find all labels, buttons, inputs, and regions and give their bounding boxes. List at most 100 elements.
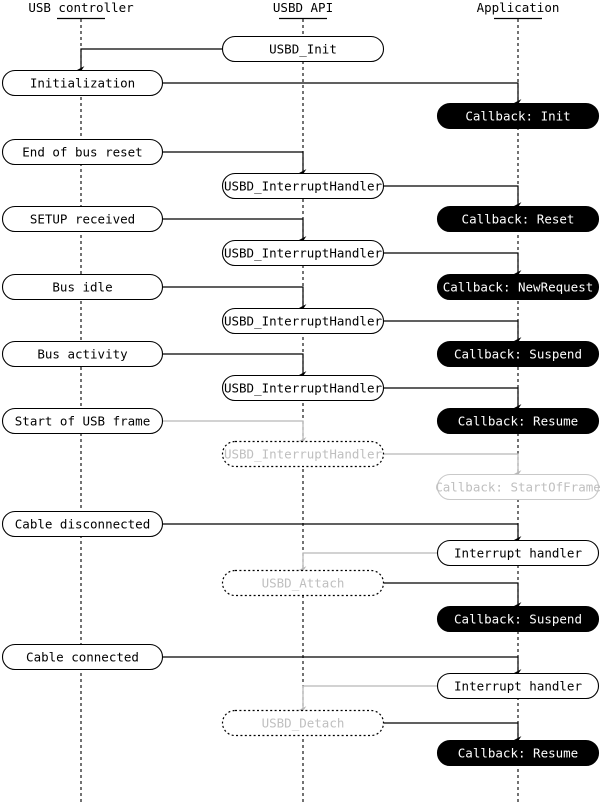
node-box-interrupt-handler-4[interactable] <box>221 374 385 402</box>
node-callback-suspend-1[interactable]: Callback: Suspend <box>436 340 600 368</box>
node-label-bus-idle: Bus idle <box>52 280 112 295</box>
node-interrupt-handler-app-1[interactable]: Interrupt handler <box>436 539 600 567</box>
node-box-callback-resume-1[interactable] <box>436 407 600 435</box>
node-label-callback-suspend-1: Callback: Suspend <box>454 347 582 362</box>
node-box-cable-disconnected[interactable] <box>1 510 164 538</box>
node-callback-resume-2[interactable]: Callback: Resume <box>436 739 600 767</box>
message-msg-setup-to-handler2 <box>163 218 307 244</box>
node-label-usbd-init: USBD_Init <box>269 42 337 57</box>
node-box-usbd-attach[interactable] <box>221 569 385 597</box>
node-box-callback-suspend-1[interactable] <box>436 340 600 368</box>
message-msg-handler4-to-callback-resume <box>384 387 522 412</box>
node-label-callback-reset: Callback: Reset <box>462 212 575 227</box>
node-interrupt-handler-4[interactable]: USBD_InterruptHandler <box>221 374 385 402</box>
node-box-start-of-usb-frame[interactable] <box>1 407 164 435</box>
node-label-cable-disconnected: Cable disconnected <box>15 517 150 532</box>
message-msg-handler5-to-callback-sof <box>384 453 522 478</box>
node-bus-activity[interactable]: Bus activity <box>1 340 164 368</box>
node-box-interrupt-handler-1[interactable] <box>221 172 385 200</box>
node-label-callback-init: Callback: Init <box>465 109 570 124</box>
node-box-end-of-bus-reset[interactable] <box>1 138 164 166</box>
node-label-interrupt-handler-1: USBD_InterruptHandler <box>224 179 383 194</box>
message-msg-detach-to-callback-resume <box>384 722 522 744</box>
node-usbd-init[interactable]: USBD_Init <box>221 35 385 63</box>
node-label-callback-suspend-2: Callback: Suspend <box>454 612 582 627</box>
node-usbd-detach[interactable]: USBD_Detach <box>221 709 385 737</box>
node-box-interrupt-handler-2[interactable] <box>221 239 385 267</box>
node-callback-newrequest[interactable]: Callback: NewRequest <box>436 273 600 301</box>
node-box-bus-activity[interactable] <box>1 340 164 368</box>
message-msg-connected-to-apphandler2 <box>163 656 522 677</box>
node-interrupt-handler-2[interactable]: USBD_InterruptHandler <box>221 239 385 267</box>
node-label-bus-activity: Bus activity <box>37 347 128 362</box>
node-usbd-attach[interactable]: USBD_Attach <box>221 569 385 597</box>
node-label-interrupt-handler-app-1: Interrupt handler <box>454 546 582 561</box>
node-box-setup-received[interactable] <box>1 205 164 233</box>
node-box-usbd-init[interactable] <box>221 35 385 63</box>
node-label-usbd-attach: USBD_Attach <box>262 576 345 591</box>
message-msg-busreset-to-handler1 <box>163 151 307 177</box>
node-end-of-bus-reset[interactable]: End of bus reset <box>1 138 164 166</box>
message-msg-apphandler2-to-detach <box>299 685 437 714</box>
message-msg-sof-to-handler5 <box>163 420 307 445</box>
node-box-callback-init[interactable] <box>436 102 600 130</box>
node-label-callback-newrequest: Callback: NewRequest <box>443 280 594 295</box>
message-msg-initialization-to-callback-init <box>163 82 522 107</box>
node-cable-connected[interactable]: Cable connected <box>1 643 164 671</box>
message-msg-init-to-controller <box>77 48 222 74</box>
node-cable-disconnected[interactable]: Cable disconnected <box>1 510 164 538</box>
node-callback-suspend-2[interactable]: Callback: Suspend <box>436 605 600 633</box>
node-interrupt-handler-app-2[interactable]: Interrupt handler <box>436 672 600 700</box>
message-msg-busactivity-to-handler4 <box>163 353 307 379</box>
message-msg-attach-to-callback-suspend <box>384 582 522 610</box>
node-callback-startofframe[interactable]: Callback: StartOfFrame <box>435 473 600 501</box>
message-msg-handler2-to-callback-newrequest <box>384 252 522 278</box>
node-box-callback-startofframe[interactable] <box>436 473 600 501</box>
node-box-interrupt-handler-5[interactable] <box>221 440 385 468</box>
message-msg-handler1-to-callback-reset <box>384 185 522 210</box>
node-callback-resume-1[interactable]: Callback: Resume <box>436 407 600 435</box>
node-label-interrupt-handler-app-2: Interrupt handler <box>454 679 582 694</box>
node-box-callback-newrequest[interactable] <box>436 273 600 301</box>
node-label-start-of-usb-frame: Start of USB frame <box>15 414 150 429</box>
message-msg-busidle-to-handler3 <box>163 286 307 312</box>
node-box-cable-connected[interactable] <box>1 643 164 671</box>
node-label-setup-received: SETUP received <box>30 212 135 227</box>
lifeline-label-usb-controller: USB controller <box>28 0 134 15</box>
node-box-interrupt-handler-app-2[interactable] <box>436 672 600 700</box>
node-box-interrupt-handler-app-1[interactable] <box>436 539 600 567</box>
node-label-callback-resume-1: Callback: Resume <box>458 414 578 429</box>
message-msg-disconnected-to-apphandler1 <box>163 523 522 544</box>
node-label-usbd-detach: USBD_Detach <box>262 716 345 731</box>
node-box-callback-resume-2[interactable] <box>436 739 600 767</box>
node-setup-received[interactable]: SETUP received <box>1 205 164 233</box>
node-start-of-usb-frame[interactable]: Start of USB frame <box>1 407 164 435</box>
node-initialization[interactable]: Initialization <box>1 69 164 97</box>
node-interrupt-handler-3[interactable]: USBD_InterruptHandler <box>221 307 385 335</box>
node-callback-init[interactable]: Callback: Init <box>436 102 600 130</box>
node-box-interrupt-handler-3[interactable] <box>221 307 385 335</box>
node-callback-reset[interactable]: Callback: Reset <box>436 205 600 233</box>
node-box-callback-reset[interactable] <box>436 205 600 233</box>
lifeline-label-usbd-api: USBD API <box>273 0 333 15</box>
node-label-initialization: Initialization <box>30 76 135 91</box>
node-box-bus-idle[interactable] <box>1 273 164 301</box>
node-label-callback-startofframe: Callback: StartOfFrame <box>435 480 600 495</box>
message-msg-handler3-to-callback-suspend <box>384 320 522 345</box>
node-label-interrupt-handler-4: USBD_InterruptHandler <box>224 381 383 396</box>
node-box-usbd-detach[interactable] <box>221 709 385 737</box>
node-label-interrupt-handler-3: USBD_InterruptHandler <box>224 314 383 329</box>
node-label-callback-resume-2: Callback: Resume <box>458 746 578 761</box>
node-label-interrupt-handler-5: USBD_InterruptHandler <box>224 447 383 462</box>
messages-layer <box>77 48 522 744</box>
node-interrupt-handler-1[interactable]: USBD_InterruptHandler <box>221 172 385 200</box>
node-label-interrupt-handler-2: USBD_InterruptHandler <box>224 246 383 261</box>
node-box-initialization[interactable] <box>1 69 164 97</box>
message-msg-apphandler1-to-attach <box>299 552 437 574</box>
node-interrupt-handler-5[interactable]: USBD_InterruptHandler <box>221 440 385 468</box>
node-bus-idle[interactable]: Bus idle <box>1 273 164 301</box>
node-box-callback-suspend-2[interactable] <box>436 605 600 633</box>
